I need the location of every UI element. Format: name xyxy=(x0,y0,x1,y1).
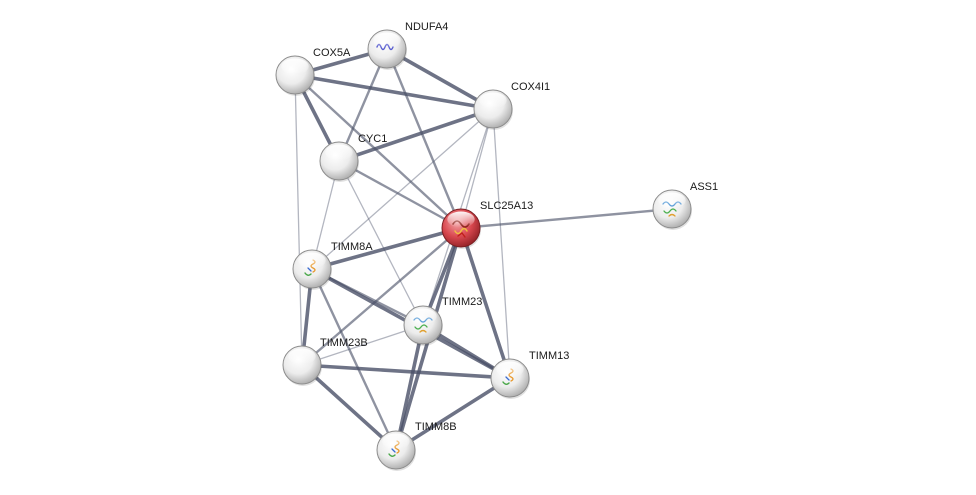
edge-cyc1-slc25a13[interactable] xyxy=(337,159,463,230)
node-highlight xyxy=(447,211,475,228)
edge-cox5a-slc25a13[interactable] xyxy=(293,73,463,230)
node-highlight xyxy=(298,252,326,269)
edge-cox4i1-slc25a13[interactable] xyxy=(460,108,494,229)
edge-slc25a13-timm8a[interactable] xyxy=(310,226,463,271)
node-label-cox4i1: COX4I1 xyxy=(511,81,550,93)
node-label-timm8b: TIMM8B xyxy=(415,421,457,433)
node-highlight xyxy=(373,32,401,49)
node-highlight xyxy=(281,58,309,75)
node-timm23[interactable]: TIMM23 xyxy=(403,296,482,346)
node-highlight xyxy=(496,361,524,378)
node-label-cox5a: COX5A xyxy=(313,47,351,59)
node-timm8b[interactable]: TIMM8B xyxy=(376,421,457,471)
edge-slc25a13-timm23b[interactable] xyxy=(300,226,463,367)
edge-timm8a-timm8b[interactable] xyxy=(310,267,398,452)
node-timm8a[interactable]: TIMM8A xyxy=(292,241,373,290)
structure-glyph-icon xyxy=(457,232,466,238)
node-label-timm23b: TIMM23B xyxy=(320,337,368,349)
edge-cyc1-cox4i1[interactable] xyxy=(337,107,495,163)
structure-glyph-icon xyxy=(668,213,676,217)
structure-glyph-icon xyxy=(505,376,510,381)
node-cox5a[interactable]: COX5A xyxy=(275,47,351,96)
node-label-timm23: TIMM23 xyxy=(442,296,482,308)
edges-layer xyxy=(293,47,674,452)
node-label-timm13: TIMM13 xyxy=(529,350,569,362)
edge-slc25a13-ass1[interactable] xyxy=(459,207,674,230)
edge-ndufa4-cox4i1[interactable] xyxy=(385,47,495,111)
node-label-timm8a: TIMM8A xyxy=(331,241,373,253)
node-slc25a13[interactable]: SLC25A13 xyxy=(441,200,533,249)
node-highlight xyxy=(658,192,686,209)
node-ndufa4[interactable]: NDUFA4 xyxy=(367,21,448,70)
node-highlight xyxy=(325,144,353,161)
edge-slc25a13-timm13[interactable] xyxy=(459,226,512,380)
structure-glyph-icon xyxy=(502,381,510,385)
node-cox4i1[interactable]: COX4I1 xyxy=(473,81,550,130)
node-highlight xyxy=(382,433,410,450)
structure-glyph-icon xyxy=(419,329,427,333)
edge-timm13-timm8b[interactable] xyxy=(394,376,512,452)
edge-timm23b-timm8b[interactable] xyxy=(300,363,398,452)
structure-glyph-icon xyxy=(388,453,396,457)
node-ass1[interactable]: ASS1 xyxy=(652,181,718,230)
edge-cox5a-cox4i1[interactable] xyxy=(293,73,495,111)
edge-cox5a-timm23b[interactable] xyxy=(294,74,303,366)
structure-glyph-icon xyxy=(304,272,312,276)
edge-timm23-timm23b[interactable] xyxy=(301,324,424,366)
node-label-ndufa4: NDUFA4 xyxy=(405,21,448,33)
structure-glyph-icon xyxy=(414,324,428,330)
edge-ndufa4-slc25a13[interactable] xyxy=(385,47,463,230)
edge-timm23-timm8b[interactable] xyxy=(394,323,425,452)
structure-glyph-icon xyxy=(307,267,312,272)
structure-glyph-icon xyxy=(454,227,468,235)
edge-timm23b-timm13[interactable] xyxy=(300,363,512,380)
structure-glyph-icon xyxy=(391,448,396,453)
node-label-slc25a13: SLC25A13 xyxy=(480,200,533,212)
structure-glyph-icon xyxy=(663,208,677,214)
node-cyc1[interactable]: CYC1 xyxy=(319,133,387,182)
edge-ndufa4-cyc1[interactable] xyxy=(337,47,389,163)
edge-cyc1-timm23[interactable] xyxy=(338,160,424,326)
node-highlight xyxy=(479,92,507,109)
node-timm13[interactable]: TIMM13 xyxy=(490,350,569,399)
node-timm23b[interactable]: TIMM23B xyxy=(282,337,368,386)
edge-cox4i1-timm13[interactable] xyxy=(492,108,511,379)
edge-cox4i1-timm8a[interactable] xyxy=(311,108,494,270)
node-highlight xyxy=(409,308,437,325)
node-label-cyc1: CYC1 xyxy=(358,133,387,145)
node-highlight xyxy=(288,348,316,365)
node-label-ass1: ASS1 xyxy=(690,181,718,193)
